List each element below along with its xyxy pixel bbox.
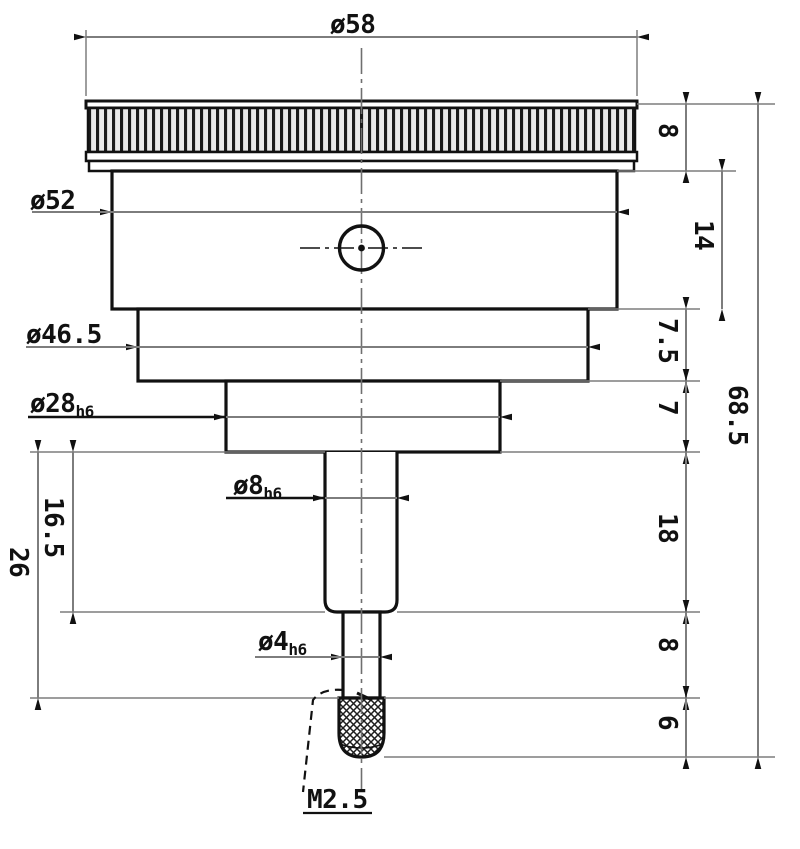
extension-lines bbox=[30, 30, 775, 758]
dimension-leader-underlines bbox=[26, 211, 343, 658]
vertical-dimension-lines bbox=[682, 92, 762, 769]
dimension-label-h18: 18 bbox=[652, 513, 682, 544]
dimension-label-h6: 6 bbox=[652, 715, 682, 731]
dimension-label-d465: ø46.5 bbox=[26, 320, 102, 350]
dimension-label-h685: 68.5 bbox=[722, 385, 752, 446]
tolerance-d8: h6 bbox=[263, 484, 282, 504]
part-geometry bbox=[84, 99, 639, 759]
thread-label-m25: M2.5 bbox=[307, 785, 368, 815]
dimension-label-h75: 7.5 bbox=[652, 318, 682, 364]
dimension-label-d4: ø4h6 bbox=[258, 627, 307, 660]
horizontal-dimension-lines bbox=[74, 33, 649, 661]
dimension-label-h7: 7 bbox=[652, 400, 682, 416]
main-body bbox=[110, 169, 619, 311]
centre-mark bbox=[337, 224, 386, 272]
dimension-label-h165: 16.5 bbox=[38, 497, 68, 558]
dimension-label-h14: 14 bbox=[688, 220, 718, 251]
thread-leader bbox=[301, 688, 372, 815]
tip-chamfer-mark bbox=[356, 691, 373, 702]
tolerance-d4: h6 bbox=[288, 640, 307, 660]
dimension-label-d58: ø58 bbox=[330, 10, 376, 40]
left-vertical-dimension-lines bbox=[34, 440, 77, 710]
back-shoulder bbox=[136, 307, 590, 383]
dimension-label-d52: ø52 bbox=[30, 186, 76, 216]
dimension-label-h26: 26 bbox=[3, 547, 33, 578]
dimension-label-d28: ø28h6 bbox=[30, 389, 94, 422]
dimension-label-h8-bezel: 8 bbox=[652, 123, 682, 139]
tolerance-d28: h6 bbox=[75, 402, 94, 422]
dimension-label-h8-plunger: 8 bbox=[652, 637, 682, 653]
dimension-label-d8: ø8h6 bbox=[233, 471, 282, 504]
